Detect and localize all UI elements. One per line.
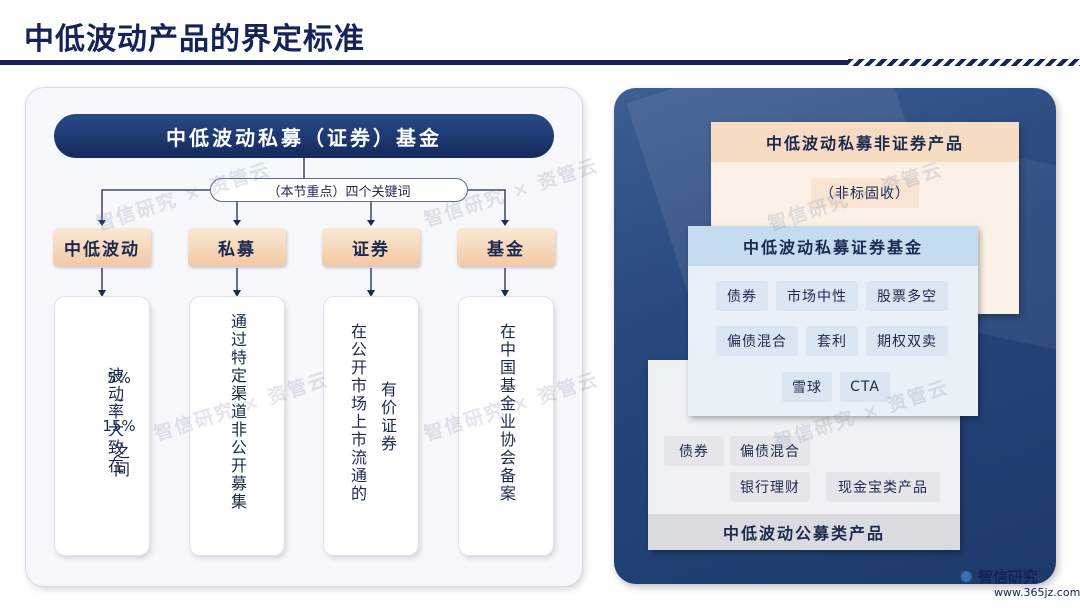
securities-chip-market-neutral: 市场中性 [776,281,858,311]
non-securities-card-title: 中低波动私募非证券产品 [711,122,1019,162]
securities-chip-option-sell: 期权双卖 [866,326,948,356]
securities-chip-snowball: 雪球 [782,372,832,402]
page-title: 中低波动产品的界定标准 [24,22,365,57]
securities-chip-long-short: 股票多空 [866,281,948,311]
card-securities-fund: 中低波动私募证券基金 债券 市场中性 股票多空 偏债混合 套利 期权双卖 雪球 … [688,226,978,416]
public-chip-bond-mix: 偏债混合 [730,436,810,466]
public-chip-bond: 债券 [664,436,724,466]
public-chip-bank-wealth: 银行理财 [730,472,810,502]
footer-url: www.365jz.com [994,586,1080,599]
securities-chip-bond-mix: 偏债混合 [716,326,798,356]
securities-chip-bond: 债券 [716,281,768,311]
footer-logo: ✺ 智信研究 [960,566,1038,587]
securities-chip-cta: CTA [840,372,890,402]
securities-text-col2: 有价证券 [378,381,397,453]
volatility-text-col1: 波动率大致在 [105,367,124,475]
description-card-private: 通过特定渠道非公开募集 [190,297,284,555]
private-text: 通过特定渠道非公开募集 [228,313,247,511]
main-banner: 中低波动私募（证券）基金 [54,114,554,158]
volatility-range-low: 5% [107,369,131,387]
volatility-range-high: 15% [102,417,136,435]
keyword-box-securities: 证券 [322,228,420,266]
keyword-box-volatility: 中低波动 [53,228,151,266]
keyword-box-fund: 基金 [457,228,555,266]
keyword-box-private: 私募 [188,228,286,266]
description-card-fund: 在中国基金业协会备案 [459,297,553,555]
public-chip-cash: 现金宝类产品 [826,472,940,502]
securities-text-col1: 在公开市场上市流通的 [348,323,367,503]
public-card-title: 中低波动公募类产品 [648,514,960,550]
logo-icon: ✺ [960,568,973,586]
title-underline [0,60,1080,65]
keywords-pill: （本节重点）四个关键词 [210,178,468,202]
volatility-range-tilde: ~ [113,393,125,409]
description-card-securities: 在公开市场上市流通的 有价证券 [324,297,418,555]
footer-logo-text: 智信研究 [977,568,1038,586]
non-securities-chip-nonstandard: （非标固收） [811,178,919,208]
volatility-range-end: 之间 [111,443,130,479]
title-hatch-decoration [848,59,1080,66]
fund-text: 在中国基金业协会备案 [497,323,516,503]
securities-chip-arbitrage: 套利 [806,326,858,356]
description-card-volatility: 波动率大致在 5% ~ 15% 之间 [55,297,149,555]
securities-fund-card-title: 中低波动私募证券基金 [688,226,978,266]
